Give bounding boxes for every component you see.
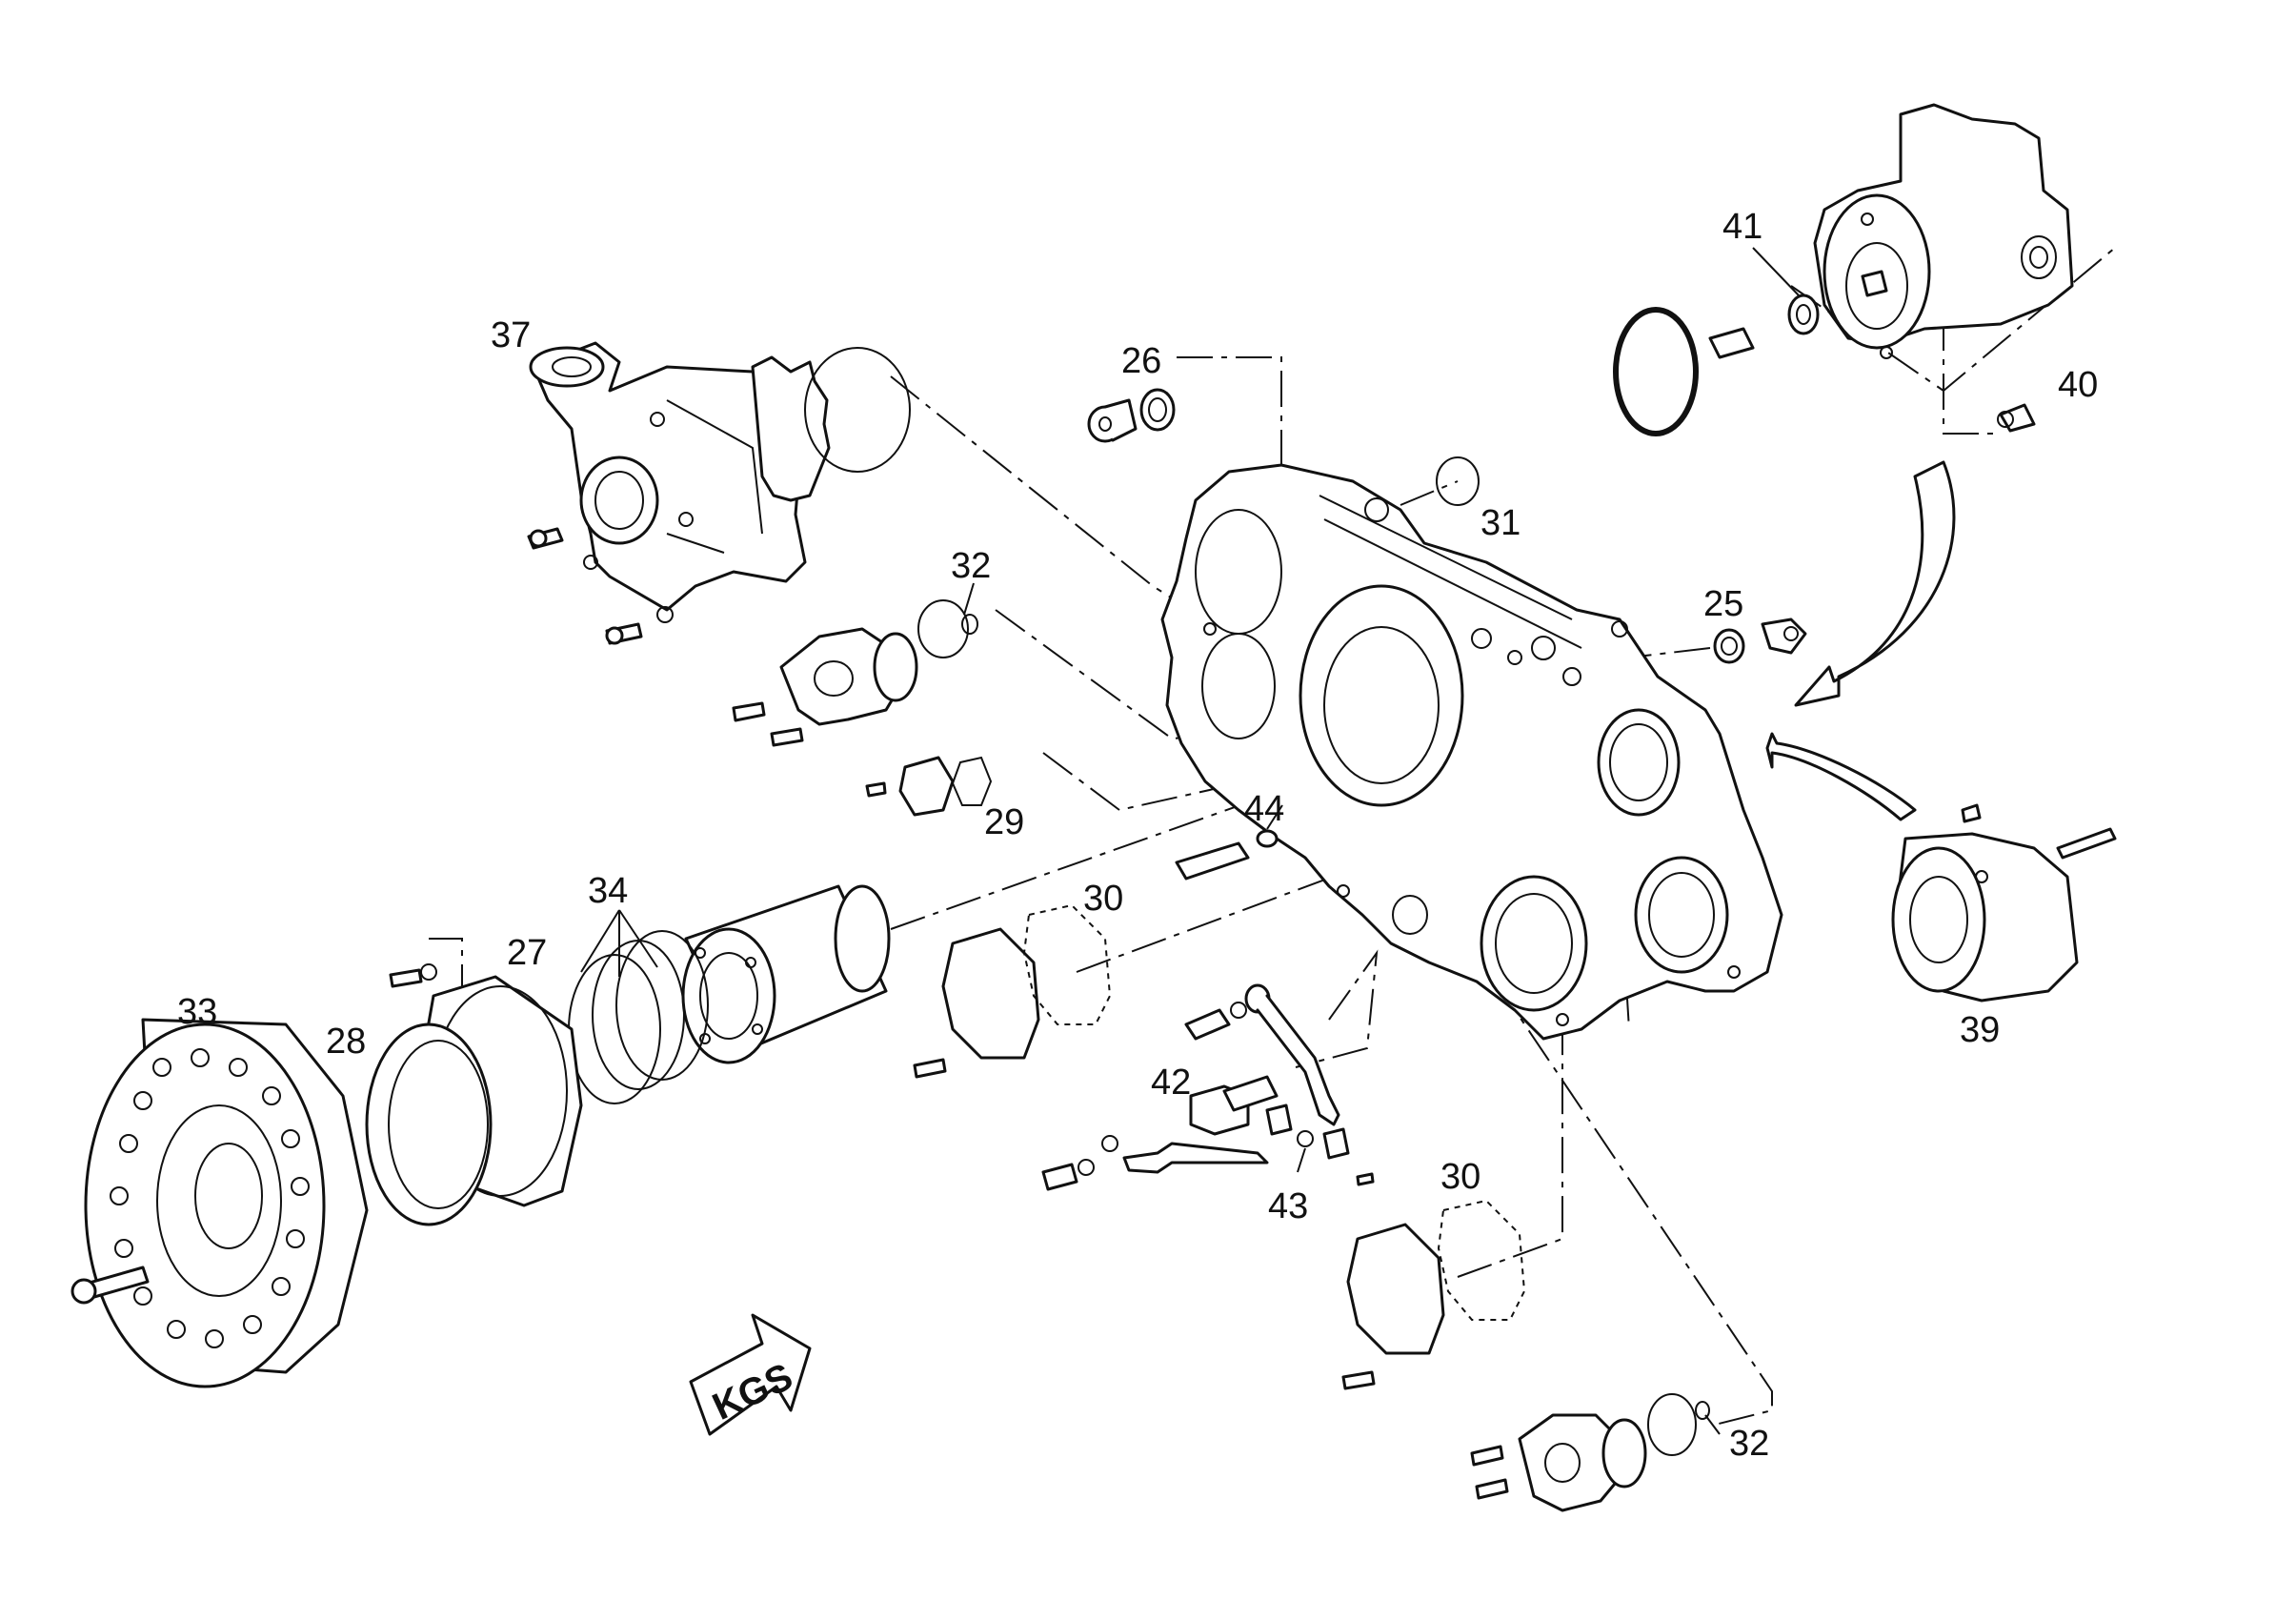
callout-30-lower: 30 — [1440, 1157, 1480, 1197]
callout-41: 41 — [1722, 207, 1762, 247]
shaft-cylinder-part-34 — [568, 884, 891, 1104]
callout-30-upper: 30 — [1083, 879, 1123, 919]
callout-39: 39 — [1960, 1010, 2000, 1050]
callout-27: 27 — [507, 933, 547, 973]
callout-pointers — [580, 247, 1800, 1435]
oil-line-part-42 — [1041, 983, 1340, 1191]
callout-34: 34 — [588, 871, 628, 911]
callout-32-upper: 32 — [951, 546, 991, 586]
callout-37: 37 — [491, 315, 531, 355]
callout-32-lower: 32 — [1729, 1424, 1769, 1464]
kgs-logo: KGS — [689, 1313, 812, 1436]
pin-part-44 — [1175, 829, 1279, 881]
pulley-bolt-holes — [110, 1048, 310, 1348]
assembly-arrow-39 — [1765, 732, 1917, 821]
callout-28: 28 — [326, 1022, 366, 1062]
pulley-damper-part-33 — [70, 1018, 369, 1388]
cover-gasket-part-30-lower — [1341, 1199, 1526, 1390]
water-pump-part-37 — [527, 341, 831, 645]
callout-43: 43 — [1268, 1186, 1308, 1226]
o-ring-pump — [1613, 307, 1699, 436]
pump-part-39 — [1891, 803, 2117, 1002]
cover-plate-part-29 — [865, 756, 993, 817]
seal-ring-part-28 — [365, 1023, 493, 1226]
callout-33: 33 — [177, 992, 217, 1032]
callout-labels: 25 26 27 28 29 30 30 31 32 32 33 34 37 3… — [177, 207, 2098, 1464]
hydraulic-pump-part-40 — [1708, 103, 2074, 433]
callout-42: 42 — [1151, 1063, 1191, 1103]
thermostat-housing-part-32-upper — [732, 599, 978, 747]
callout-26: 26 — [1121, 341, 1161, 381]
seal-ring-part-31 — [1436, 456, 1480, 506]
assembly-arrow-pump — [1794, 460, 1956, 707]
callout-29: 29 — [984, 802, 1024, 842]
callout-40: 40 — [2058, 365, 2098, 405]
plug-part-26 — [1087, 388, 1176, 443]
callout-31: 31 — [1480, 503, 1521, 543]
callout-44: 44 — [1244, 789, 1284, 829]
gear-case-housing — [1160, 463, 1783, 1041]
o-ring-water-pump — [804, 347, 911, 473]
callout-25: 25 — [1703, 584, 1743, 624]
plug-part-25 — [1713, 618, 1807, 664]
clamp-part-43 — [1265, 1104, 1375, 1186]
thermostat-housing-part-32-lower — [1470, 1393, 1710, 1512]
cover-gasket-part-30-upper — [913, 903, 1112, 1079]
